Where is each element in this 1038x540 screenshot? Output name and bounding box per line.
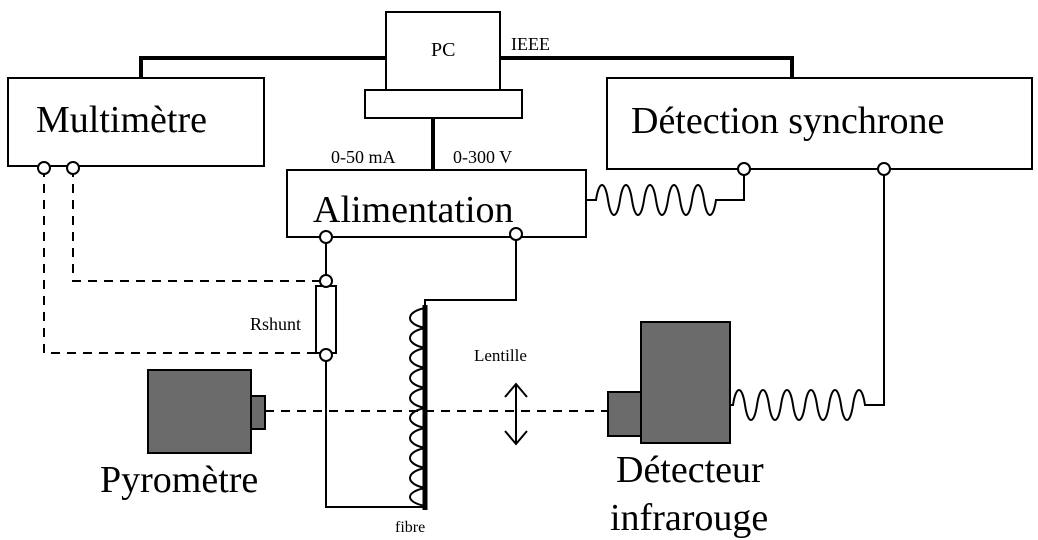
pyrometre-label: Pyromètre: [100, 459, 258, 501]
sync-terminal-signal: [877, 162, 891, 176]
alimentation-box: [286, 169, 587, 238]
detection-synchrone-box: [606, 77, 1033, 170]
alim-fibre-wire: [424, 237, 517, 307]
pyrometre-lens: [250, 395, 266, 430]
detecteur-label-line2: infrarouge: [610, 497, 768, 539]
fibre-label: fibre: [395, 519, 425, 536]
shunt-terminal-top: [319, 274, 333, 288]
pc-base: [364, 89, 523, 119]
multimetre-box: [7, 77, 265, 167]
pc-box: [385, 11, 501, 91]
multimetre-terminal-1: [37, 161, 51, 175]
fibre-heating-coil: [409, 307, 426, 507]
pyrometre-body: [147, 369, 252, 454]
lentille-label: Lentille: [474, 346, 527, 365]
alim-terminal-2: [509, 227, 523, 241]
current-range-label: 0-50 mA: [331, 147, 396, 167]
multimetre-terminal-2: [66, 161, 80, 175]
ieee-bus-left: [139, 56, 386, 78]
alim-sync-coax-coil: [586, 169, 745, 216]
voltage-range-label: 0-300 V: [453, 147, 512, 167]
rshunt-label: Rshunt: [250, 314, 301, 334]
multimetre-dashed-lead-1: [43, 168, 326, 354]
detecteur-front: [607, 391, 642, 437]
multimetre-label: Multimètre: [36, 99, 207, 141]
rshunt-resistor: [315, 285, 337, 354]
multimetre-dashed-lead-2: [72, 168, 326, 282]
detector-sync-coax-coil: [730, 169, 885, 421]
alimentation-label: Alimentation: [313, 189, 514, 231]
lens-arrow-bottom: [504, 430, 528, 446]
detection-synchrone-label: Détection synchrone: [631, 100, 944, 142]
sync-terminal-ref: [737, 162, 751, 176]
ieee-bus-right: [500, 56, 794, 78]
shunt-terminal-bottom: [319, 348, 333, 362]
alim-terminal-1: [319, 230, 333, 244]
ieee-label: IEEE: [511, 34, 550, 54]
shunt-fibre-wire: [325, 358, 425, 508]
pc-label: PC: [431, 39, 455, 61]
detecteur-label-line1: Détecteur: [616, 449, 764, 491]
lens-arrow-top: [504, 382, 528, 398]
detecteur-body: [640, 321, 731, 444]
